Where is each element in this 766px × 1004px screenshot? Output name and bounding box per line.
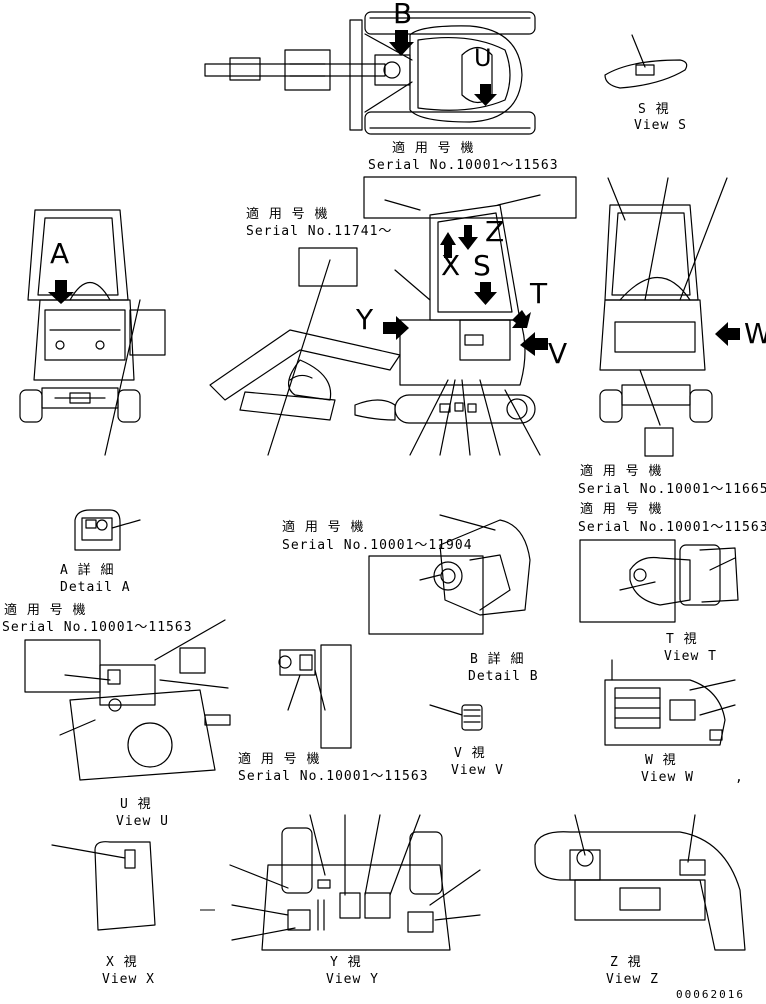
- arrow-letter-v: V: [548, 337, 568, 370]
- serial-right-1-jp: 適 用 号 機: [580, 464, 663, 479]
- view-w-en: View W: [641, 770, 694, 785]
- arrow-letter-s: S: [473, 249, 491, 282]
- view-v-en: View V: [451, 763, 504, 778]
- serial-right-1-en: Serial No.10001～11665: [578, 482, 766, 497]
- view-y-en: View Y: [326, 972, 379, 987]
- view-u-jp: U 視: [120, 797, 152, 812]
- view-u-drawing: [25, 620, 230, 780]
- view-y-jp: Y 視: [330, 955, 362, 970]
- front-view-left: [20, 210, 165, 455]
- view-u-en: View U: [116, 814, 169, 829]
- serial-right-2-jp: 適 用 号 機: [580, 502, 663, 517]
- view-t-jp: T 視: [666, 632, 698, 647]
- serial-left-u-jp: 適 用 号 機: [4, 603, 87, 618]
- drawing-code: 00062016: [676, 988, 745, 1001]
- serial-left-u-en: Serial No.10001～11563: [2, 620, 193, 635]
- detail-b-drawing: [420, 515, 530, 615]
- detail-b-jp: B 詳 細: [470, 652, 525, 667]
- serial-box-right: [645, 428, 673, 456]
- view-z-jp: Z 視: [610, 955, 642, 970]
- rear-view-right: [600, 178, 727, 425]
- view-t-drawing: [580, 540, 738, 622]
- view-x-drawing: [52, 842, 155, 930]
- view-y-drawing: [230, 815, 480, 950]
- view-v-jp: V 視: [454, 746, 486, 761]
- stray-mark: ,: [735, 770, 744, 785]
- view-x-jp: X 視: [106, 955, 138, 970]
- arrow-letter-a: A: [50, 237, 70, 270]
- serial-upper-mid-jp: 適 用 号 機: [246, 207, 329, 222]
- serial-detail-b-en: Serial No.10001～11904: [282, 538, 473, 553]
- view-z-en: View Z: [606, 972, 659, 987]
- view-s-drawing: [605, 35, 687, 88]
- detail-a-drawing: [75, 510, 140, 550]
- serial-upper-mid-en: Serial No.11741～: [246, 224, 393, 239]
- fuel-part-drawing: [279, 650, 325, 710]
- view-s-en: View S: [634, 118, 687, 133]
- serial-bottom-mid-jp: 適 用 号 機: [238, 752, 321, 767]
- serial-box-upper-mid: [299, 248, 357, 286]
- arrow-letter-w: W: [744, 317, 766, 350]
- serial-box-bottom-mid: [321, 645, 351, 748]
- arrow-letter-t: T: [530, 277, 548, 310]
- arrow-letter-b: B: [393, 0, 413, 30]
- view-w-drawing: [605, 660, 735, 745]
- detail-a-en: Detail A: [60, 580, 131, 595]
- view-s-jp: S 視: [638, 102, 670, 117]
- view-w-jp: W 視: [645, 753, 677, 768]
- serial-top-jp: 適 用 号 機: [392, 141, 475, 156]
- top-plan-view: [205, 12, 535, 134]
- serial-box-detail-b: [369, 556, 483, 634]
- view-t-en: View T: [664, 649, 717, 664]
- detail-a-jp: A 詳 細: [60, 563, 115, 578]
- serial-top-en: Serial No.10001～11563: [368, 158, 559, 173]
- arrow-letter-x: X: [441, 249, 461, 282]
- arrow-letter-z: Z: [485, 215, 505, 248]
- detail-b-en: Detail B: [468, 669, 539, 684]
- view-x-en: View X: [102, 972, 155, 987]
- serial-bottom-mid-en: Serial No.10001～11563: [238, 769, 429, 784]
- serial-right-2-en: Serial No.10001～11563: [578, 520, 766, 535]
- view-z-drawing: [535, 815, 745, 950]
- serial-box-top: [364, 177, 576, 218]
- arrow-letter-u: U: [474, 44, 492, 72]
- serial-detail-b-jp: 適 用 号 機: [282, 520, 365, 535]
- arrow-letter-y: Y: [356, 303, 374, 336]
- view-v-drawing: [430, 705, 482, 730]
